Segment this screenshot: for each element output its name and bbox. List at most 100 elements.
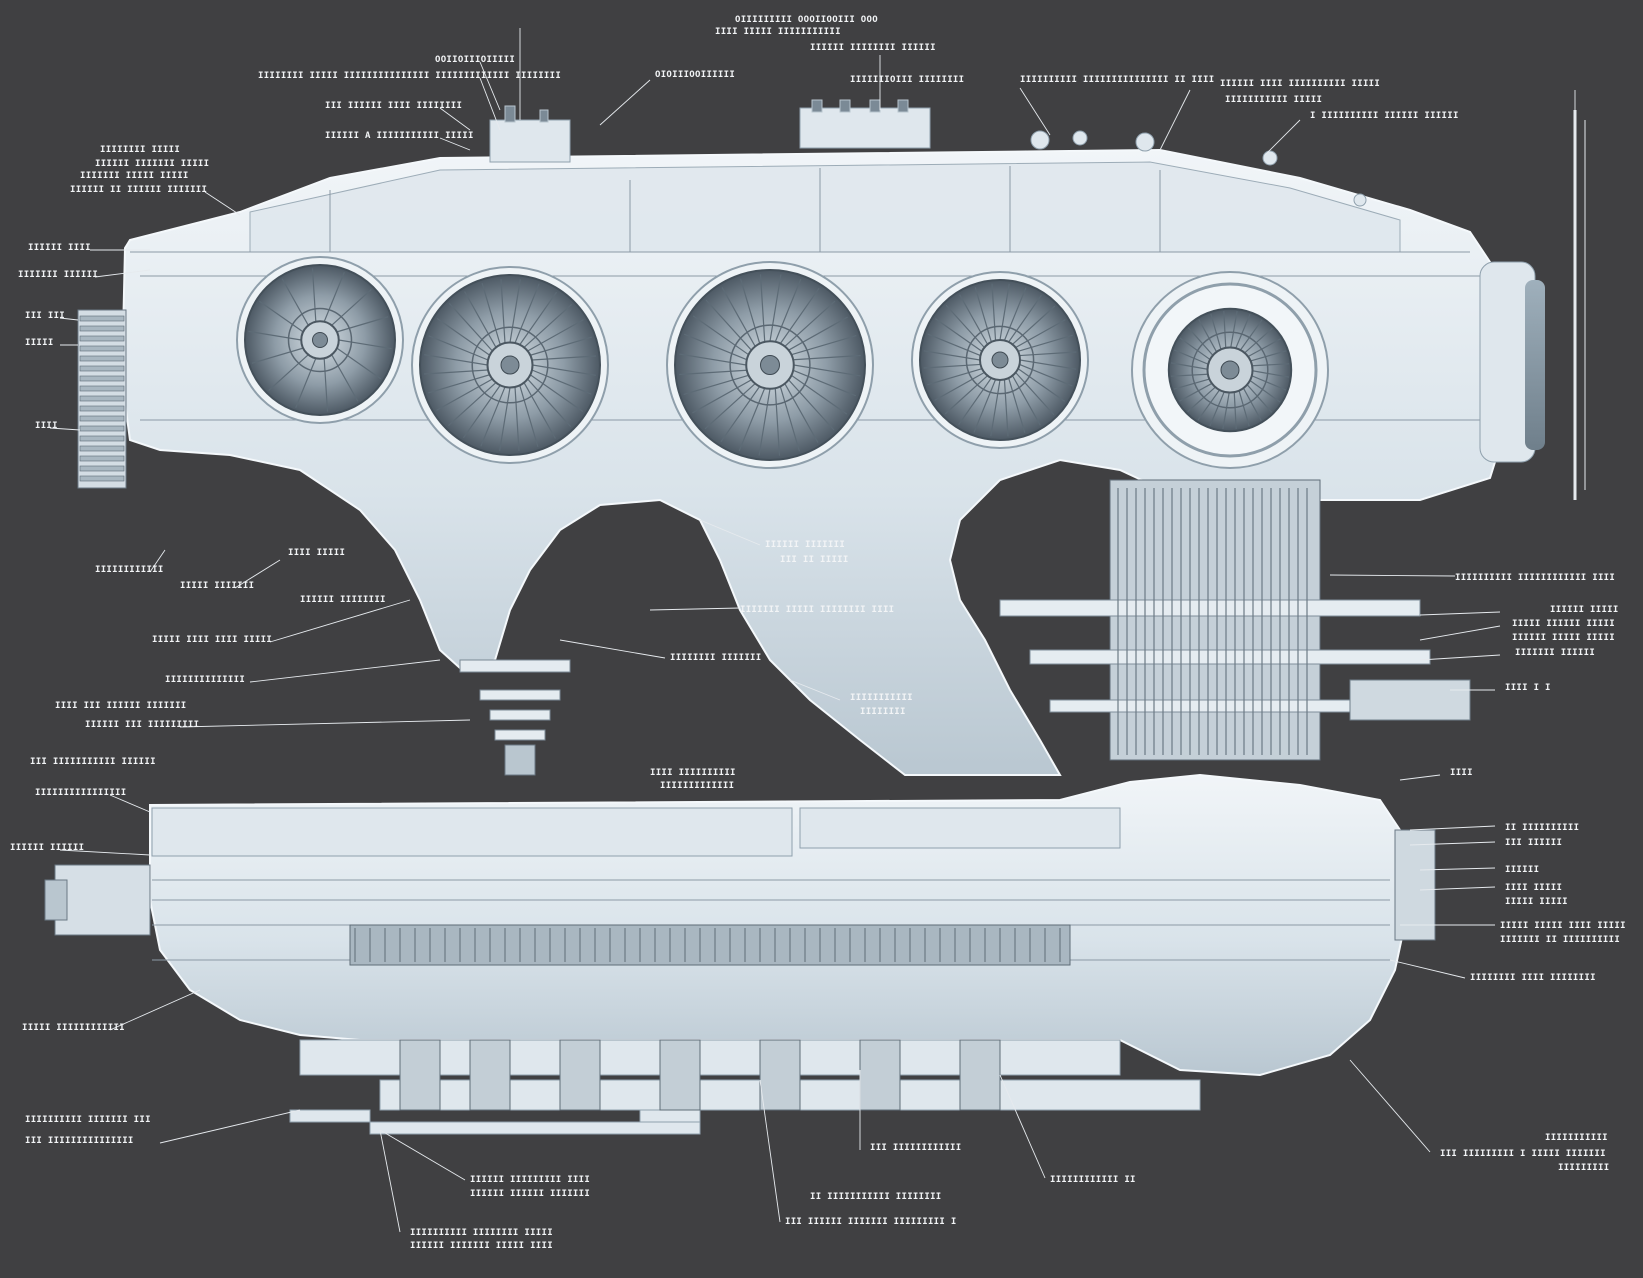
leader-line (599, 79, 651, 126)
rotor-blade (1015, 372, 1055, 416)
rotor-blade (527, 378, 572, 427)
leader-line (379, 1129, 401, 1233)
leader-line (59, 317, 79, 321)
rotor-blade (1019, 359, 1077, 370)
callout: IIIII IIIIII IIIII (1512, 619, 1615, 629)
left-fins (79, 315, 125, 482)
leader-line (94, 269, 151, 278)
callout: IIIIII IIIIIII IIIII (95, 159, 209, 169)
rotor-blade (788, 316, 848, 351)
callout: IIIIIIIIIII (1545, 1133, 1608, 1143)
fin-plate (79, 335, 125, 342)
leader-line (179, 719, 471, 728)
rotor-blade (784, 383, 819, 443)
top-fixture (897, 99, 909, 113)
leader-line (204, 191, 241, 216)
rotor-axle (760, 355, 780, 375)
foot (639, 1109, 701, 1123)
rotor-blade (519, 385, 539, 447)
callout: IIIIII II IIIIII IIIIIII (70, 185, 207, 195)
top-fixture (539, 109, 549, 123)
rotor-blade (923, 363, 981, 369)
callout: IIIIIII IIIIII (18, 270, 98, 280)
rotor-blade (531, 355, 596, 361)
rotor-blade (999, 283, 1010, 341)
rotor-blade (705, 299, 752, 351)
leader-line (649, 607, 741, 611)
top-fixture (1262, 150, 1278, 166)
rotor-blade (1170, 362, 1213, 371)
rotor-blade (934, 318, 983, 352)
callout: III IIIIIIIIIIII (870, 1143, 962, 1153)
rotor-blade (523, 303, 572, 348)
leader-lines (49, 28, 1576, 1233)
callout: IIIIII (1505, 865, 1539, 875)
callout: IIII IIIII (1505, 883, 1562, 893)
leader-line (379, 1129, 466, 1181)
rotor-blade (1179, 337, 1215, 363)
rotor-blade (509, 279, 521, 343)
leader-line (1349, 1059, 1431, 1153)
rotor-blade (779, 287, 820, 344)
rotor-blade (1210, 313, 1223, 354)
rotor-blade (436, 378, 493, 411)
rotor-blade (1197, 385, 1223, 421)
rotor-blade (1233, 313, 1251, 353)
rotor-blade (758, 388, 771, 456)
callout: III II IIIII (780, 555, 849, 565)
callout: IIIIIII IIIIII (1515, 648, 1595, 658)
fin-plate (79, 315, 125, 322)
callout: IIIIIIIIIII (850, 693, 913, 703)
pillar-bars (1117, 488, 1308, 755)
fin-plate (79, 465, 125, 472)
rotor-blade (448, 303, 493, 352)
leader-line (109, 989, 201, 1031)
rotor-blade (1237, 319, 1263, 355)
leader-line (479, 77, 501, 131)
rotor-blade (519, 291, 558, 346)
leader-line (159, 1109, 301, 1144)
rotor-blade (720, 386, 761, 443)
rotor-blade (1243, 338, 1281, 360)
rotor-blade (1019, 351, 1077, 357)
rotor-blade (959, 294, 989, 345)
rotor-blade (295, 358, 317, 408)
callout: IIIIIIIIII IIIIIII III (25, 1115, 151, 1125)
callout: IIIIII III IIIIIIIII (85, 720, 199, 730)
leader-line (439, 137, 471, 151)
rotor-blade (1008, 294, 1042, 343)
rotor-blade (1237, 386, 1250, 427)
rotor-4 (911, 271, 1089, 449)
callout: IIIIIIIII (1558, 1163, 1609, 1173)
leader-line (234, 559, 281, 589)
rotor-blade (683, 333, 748, 361)
rotor-inner-ring (471, 326, 549, 404)
callout: IIII (1450, 768, 1473, 778)
rotor-blade (692, 379, 752, 414)
fin-plate (79, 345, 125, 352)
callout: IIII III IIIIII IIIIIII (55, 701, 187, 711)
rotor-blade (481, 283, 501, 345)
rotor-blade (428, 374, 490, 394)
leader-line (999, 1074, 1046, 1179)
rotor-blade (531, 369, 592, 395)
callout: IIIII IIII IIII IIIII (152, 635, 272, 645)
callout: IIIIIIIIIIII II (1050, 1175, 1136, 1185)
leader-line (1419, 886, 1496, 891)
rotor-blade (1015, 319, 1066, 349)
callout: IIIIIII IIIII IIIII (80, 171, 189, 181)
rotor-blade (791, 334, 857, 356)
rotor-blade (523, 382, 556, 439)
leader-line (1329, 574, 1456, 577)
rotor-blade (784, 300, 836, 347)
right-end-cap (1525, 280, 1545, 450)
callout: IIII (35, 421, 58, 431)
callout: IIIIII IIIIII IIIIIII (470, 1189, 590, 1199)
callout: IIIIIIIIIIIIII (165, 675, 245, 685)
rotor-blade (1187, 327, 1217, 360)
leader-line (149, 549, 166, 573)
rotor-blade (448, 382, 497, 427)
callout: IIIIIIIIIIII (95, 565, 164, 575)
rotor-blade (323, 358, 329, 412)
foot (289, 1109, 371, 1123)
